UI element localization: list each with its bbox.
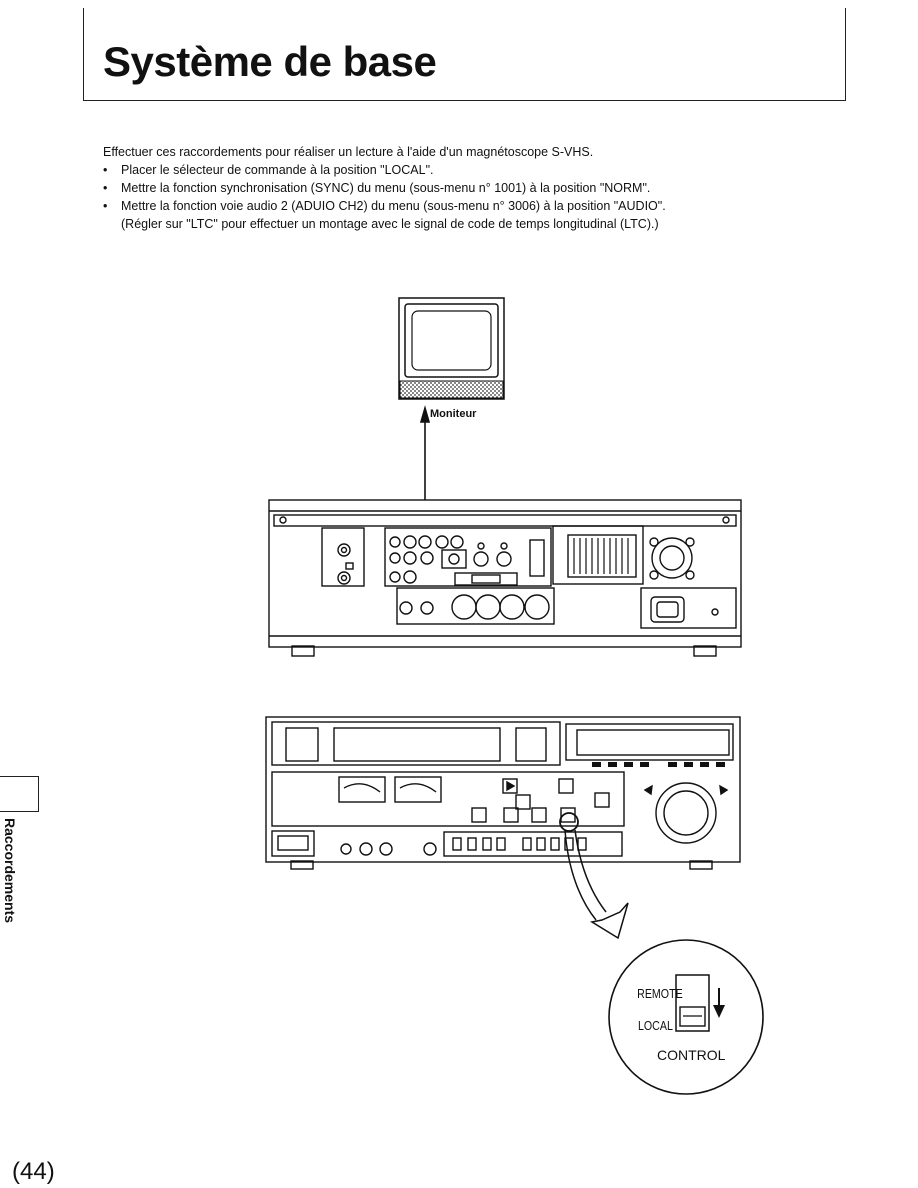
vcr-rear-panel	[268, 499, 742, 657]
page-title: Système de base	[103, 38, 437, 85]
instruction-item: Mettre la fonction synchronisation (SYNC…	[103, 179, 803, 197]
section-tab-marker	[0, 776, 39, 812]
monitor-label: Moniteur	[430, 408, 477, 420]
switch-local-label: LOCAL	[638, 1018, 673, 1033]
monitor-illustration	[398, 297, 505, 400]
intro-note: (Régler sur "LTC" pour effectuer un mont…	[121, 217, 659, 231]
intro-lead: Effectuer ces raccordements pour réalise…	[103, 145, 594, 159]
intro-text: Effectuer ces raccordements pour réalise…	[103, 143, 803, 233]
section-side-label: Raccordements	[2, 818, 18, 924]
instruction-list: Placer le sélecteur de commande à la pos…	[103, 161, 803, 215]
instruction-item: Placer le sélecteur de commande à la pos…	[103, 161, 803, 179]
switch-caption: CONTROL	[657, 1047, 726, 1063]
zoom-pointer-arrow	[564, 829, 629, 940]
switch-remote-label: REMOTE	[637, 986, 683, 1001]
instruction-item: Mettre la fonction voie audio 2 (ADUIO C…	[103, 197, 803, 215]
page-number: (44)	[12, 1158, 55, 1185]
vcr-front-panel	[265, 716, 741, 870]
control-switch-zoom	[608, 939, 764, 1095]
title-frame	[83, 8, 846, 101]
